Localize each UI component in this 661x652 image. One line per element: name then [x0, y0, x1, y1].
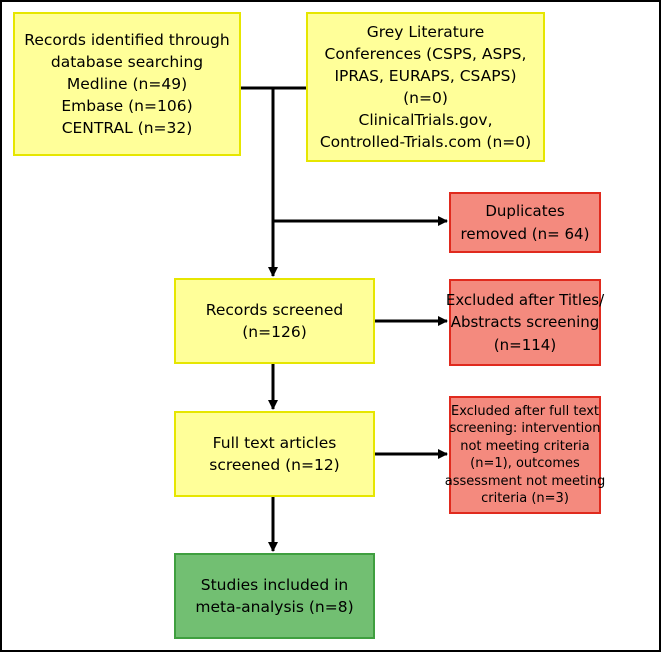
records-screened-box: Records screened (n=126) — [174, 278, 375, 364]
grey-literature-line: Controlled-Trials.com (n=0) — [319, 133, 532, 151]
excluded-full-line: (n=1), outcomes — [470, 456, 580, 471]
excluded-full-line: not meeting criteria — [460, 438, 590, 454]
excluded-full-line: assessment not meeting — [444, 473, 606, 489]
excluded-full-line: screening: intervention — [449, 421, 601, 436]
full-text-line: screened (n=12) — [209, 456, 340, 474]
studies-included-line: Studies included in — [200, 576, 349, 594]
records-screened-line: (n=126) — [242, 323, 307, 341]
excluded-titles-line: Abstracts screening — [450, 313, 600, 332]
duplicates-removed-line: Duplicates — [485, 202, 565, 220]
duplicates-removed-box: Duplicates removed (n= 64) — [449, 192, 601, 253]
full-text-screened-box: Full text articles screened (n=12) — [174, 411, 375, 497]
database-records-box: Records identified through database sear… — [13, 12, 241, 156]
database-records-line: database searching — [50, 53, 204, 71]
records-screened-line: Records screened — [205, 301, 344, 319]
grey-literature-box: Grey Literature Conferences (CSPS, ASPS,… — [306, 12, 545, 162]
grey-literature-line: Grey Literature — [366, 23, 485, 41]
database-records-line: Embase (n=106) — [61, 97, 193, 115]
grey-literature-line: Conferences (CSPS, ASPS, — [324, 45, 527, 63]
excluded-titles-line: (n=114) — [493, 335, 557, 354]
studies-included-line: meta-analysis (n=8) — [195, 598, 354, 616]
excluded-full-text-box: Excluded after full text screening: inte… — [445, 396, 605, 514]
database-records-line: Records identified through — [24, 31, 230, 49]
excluded-full-line: Excluded after full text — [450, 403, 600, 419]
excluded-titles-abstracts-box: Excluded after Titles/ Abstracts screeni… — [445, 279, 605, 366]
database-records-line: Medline (n=49) — [66, 75, 188, 93]
studies-included-box: Studies included in meta-analysis (n=8) — [174, 553, 375, 639]
grey-literature-line: ClinicalTrials.gov, — [358, 111, 493, 129]
excluded-titles-line: Excluded after Titles/ — [445, 290, 605, 309]
grey-literature-line: (n=0) — [403, 89, 448, 107]
excluded-full-line: criteria (n=3) — [481, 491, 569, 506]
duplicates-removed-line: removed (n= 64) — [460, 224, 590, 243]
full-text-line: Full text articles — [212, 434, 337, 452]
grey-literature-line: IPRAS, EURAPS, CSAPS) — [334, 67, 517, 85]
database-records-line: CENTRAL (n=32) — [61, 119, 193, 137]
